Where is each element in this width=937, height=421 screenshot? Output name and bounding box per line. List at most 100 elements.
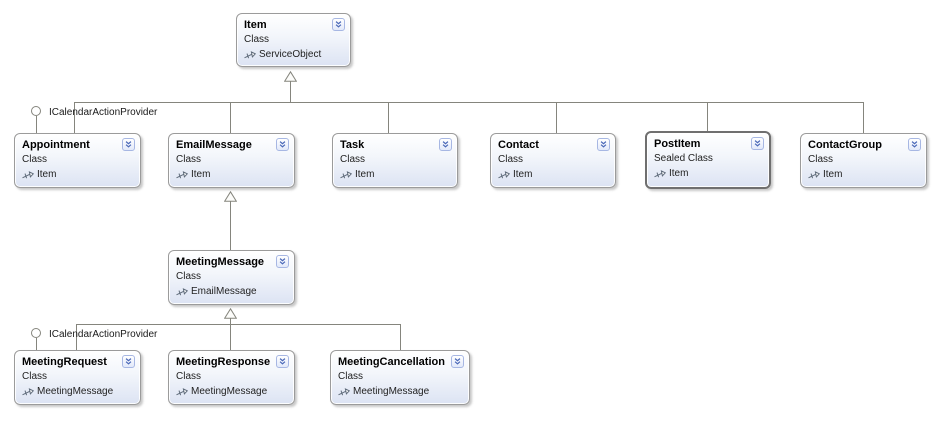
double-chevron-down-icon [125,141,132,148]
double-chevron-down-icon [754,140,761,147]
class-node-contact[interactable]: Contact Class Item [490,133,616,188]
class-node-appointment[interactable]: Appointment Class Item [14,133,141,188]
class-kind-label: Class [22,371,48,382]
double-chevron-down-icon [125,358,132,365]
class-kind-label: Class [176,371,202,382]
inheritance-connector-line [388,103,389,133]
double-chevron-down-icon [600,141,607,148]
base-type-row: EmailMessage [176,286,288,298]
expand-collapse-chevron-button-contact[interactable] [597,138,610,151]
base-type-row: Item [340,169,451,181]
inherits-arrow-icon [176,387,188,397]
inheritance-connector-line [230,325,231,350]
inheritance-connector-line [400,325,401,350]
base-type-row: Item [654,168,763,180]
class-kind-label: Class [340,154,366,165]
base-type-name: MeetingMessage [37,386,114,397]
inheritance-connector-line [76,325,77,350]
class-kind-label: Class [808,154,834,165]
inherits-arrow-icon [498,170,510,180]
class-node-meetingmessage[interactable]: MeetingMessage Class EmailMessage [168,250,295,305]
class-node-item[interactable]: Item Class ServiceObject [236,13,351,67]
class-name: Appointment [22,139,90,151]
base-type-row: MeetingMessage [22,386,134,398]
inheritance-connector-line [290,79,291,103]
inherits-arrow-icon [808,170,820,180]
interface-label: ICalendarActionProvider [49,329,158,340]
inherits-arrow-icon [338,387,350,397]
class-name: Task [340,139,365,151]
hollow-triangle-arrow-icon [283,69,298,82]
class-name: PostItem [654,138,701,150]
class-node-contactgroup[interactable]: ContactGroup Class Item [800,133,927,188]
double-chevron-down-icon [454,358,461,365]
inherits-arrow-icon [244,50,256,60]
double-chevron-down-icon [335,21,342,28]
class-name: Item [244,19,267,31]
inheritance-connector-line [230,199,231,250]
base-type-name: EmailMessage [191,286,257,297]
class-node-emailmessage[interactable]: EmailMessage Class Item [168,133,295,188]
base-type-row: MeetingMessage [338,386,463,398]
inheritance-connector-line [863,103,864,133]
base-type-row: ServiceObject [244,49,344,61]
inherits-arrow-icon [22,170,34,180]
base-type-row: MeetingMessage [176,386,288,398]
inheritance-connector-line [556,103,557,133]
interface-lollipop-icon [31,328,41,338]
base-type-name: Item [355,169,375,180]
expand-collapse-chevron-button-task[interactable] [439,138,452,151]
class-node-task[interactable]: Task Class Item [332,133,458,188]
class-kind-label: Class [22,154,48,165]
interface-lollipop-stem [36,116,37,133]
class-name: MeetingMessage [176,256,265,268]
hollow-triangle-arrow-icon [223,306,238,319]
base-type-name: Item [513,169,533,180]
class-kind-label: Class [176,271,202,282]
base-type-name: MeetingMessage [191,386,268,397]
class-name: MeetingRequest [22,356,107,368]
class-node-postitem[interactable]: PostItem Sealed Class Item [645,131,771,189]
expand-collapse-chevron-button-appointment[interactable] [122,138,135,151]
inherits-arrow-icon [22,387,34,397]
base-type-row: Item [176,169,288,181]
class-kind-label: Sealed Class [654,153,713,164]
expand-collapse-chevron-button-emailmessage[interactable] [276,138,289,151]
expand-collapse-chevron-button-meetingresponse[interactable] [276,355,289,368]
double-chevron-down-icon [279,258,286,265]
class-kind-label: Class [338,371,364,382]
inheritance-connector-line [74,103,75,133]
double-chevron-down-icon [279,141,286,148]
class-kind-label: Class [244,34,270,45]
class-name: EmailMessage [176,139,252,151]
inherits-arrow-icon [340,170,352,180]
class-name: ContactGroup [808,139,882,151]
base-type-name: Item [191,169,211,180]
class-node-meetingrequest[interactable]: MeetingRequest Class MeetingMessage [14,350,141,405]
base-type-row: Item [808,169,920,181]
expand-collapse-chevron-button-meetingrequest[interactable] [122,355,135,368]
inherits-arrow-icon [176,170,188,180]
inherits-arrow-icon [654,169,666,179]
inherits-arrow-icon [176,287,188,297]
expand-collapse-chevron-button-meetingcancellation[interactable] [451,355,464,368]
base-type-row: Item [498,169,609,181]
class-kind-label: Class [498,154,524,165]
inheritance-connector-line [230,103,231,133]
class-name: MeetingCancellation [338,356,445,368]
interface-lollipop-stem [36,338,37,350]
double-chevron-down-icon [911,141,918,148]
expand-collapse-chevron-button-item[interactable] [332,18,345,31]
expand-collapse-chevron-button-contactgroup[interactable] [908,138,921,151]
class-node-meetingcancellation[interactable]: MeetingCancellation Class MeetingMessage [330,350,470,405]
base-type-name: Item [37,169,57,180]
base-type-name: Item [823,169,843,180]
base-type-name: Item [669,168,689,179]
expand-collapse-chevron-button-postitem[interactable] [751,137,764,150]
interface-label: ICalendarActionProvider [49,107,158,118]
class-node-meetingresponse[interactable]: MeetingResponse Class MeetingMessage [168,350,295,405]
expand-collapse-chevron-button-meetingmessage[interactable] [276,255,289,268]
inheritance-connector-line [76,324,401,325]
double-chevron-down-icon [442,141,449,148]
